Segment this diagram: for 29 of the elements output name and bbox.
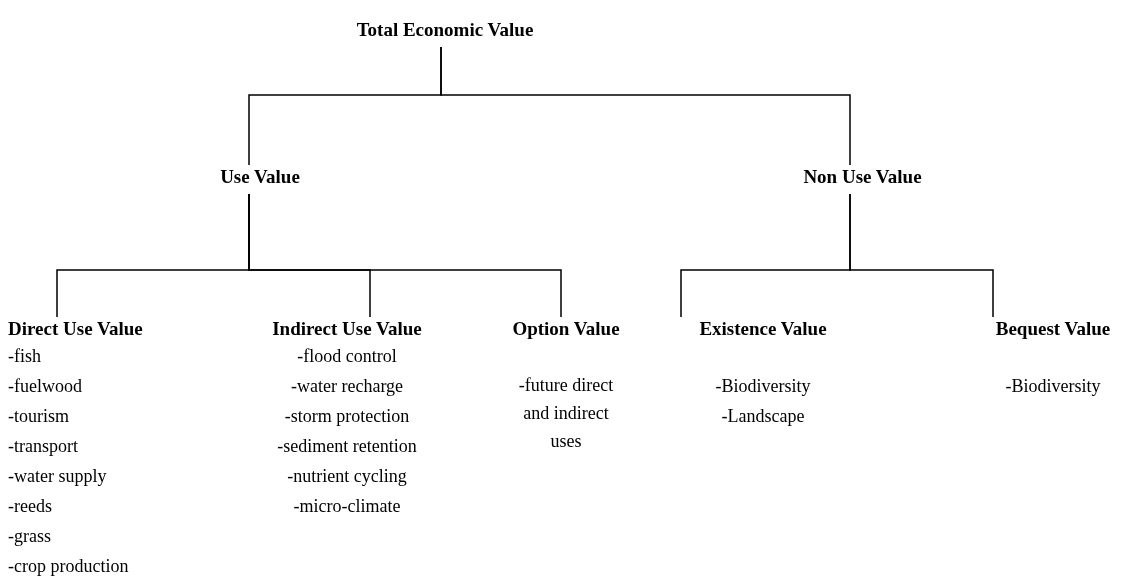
list-item: -reeds <box>8 495 53 518</box>
list-item: -transport <box>8 435 79 458</box>
list-item: -future direct and indirect uses <box>517 374 615 453</box>
list-item: -Biodiversity <box>1004 375 1102 398</box>
list-item: -Landscape <box>720 405 806 428</box>
list-item: -micro-climate <box>292 495 402 518</box>
heading-text: Use Value <box>219 165 301 189</box>
list-item: -crop production <box>8 555 130 578</box>
list-item: -grass <box>8 525 52 548</box>
connector-line <box>849 193 994 318</box>
heading-text: Total Economic Value <box>355 18 535 42</box>
heading-text: Bequest Value <box>994 317 1112 341</box>
list-item: -water recharge <box>289 375 405 398</box>
heading-text: Option Value <box>511 317 621 341</box>
list-item: -fuelwood <box>8 375 83 398</box>
list-item: -storm protection <box>283 405 411 428</box>
heading-text: Direct Use Value <box>8 317 144 341</box>
list-item: -flood control <box>296 345 398 368</box>
connector-line <box>248 193 562 318</box>
list-item: -tourism <box>8 405 70 428</box>
heading-text: Non Use Value <box>802 165 923 189</box>
heading-text: Existence Value <box>698 317 828 341</box>
list-item: -Biodiversity <box>714 375 812 398</box>
list-item: -nutrient cycling <box>286 465 408 488</box>
list-item: -fish <box>8 345 42 368</box>
list-item: -sediment retention <box>276 435 418 458</box>
heading-text: Indirect Use Value <box>271 317 423 341</box>
list-item: -water supply <box>8 465 108 488</box>
connector-line <box>440 46 851 166</box>
